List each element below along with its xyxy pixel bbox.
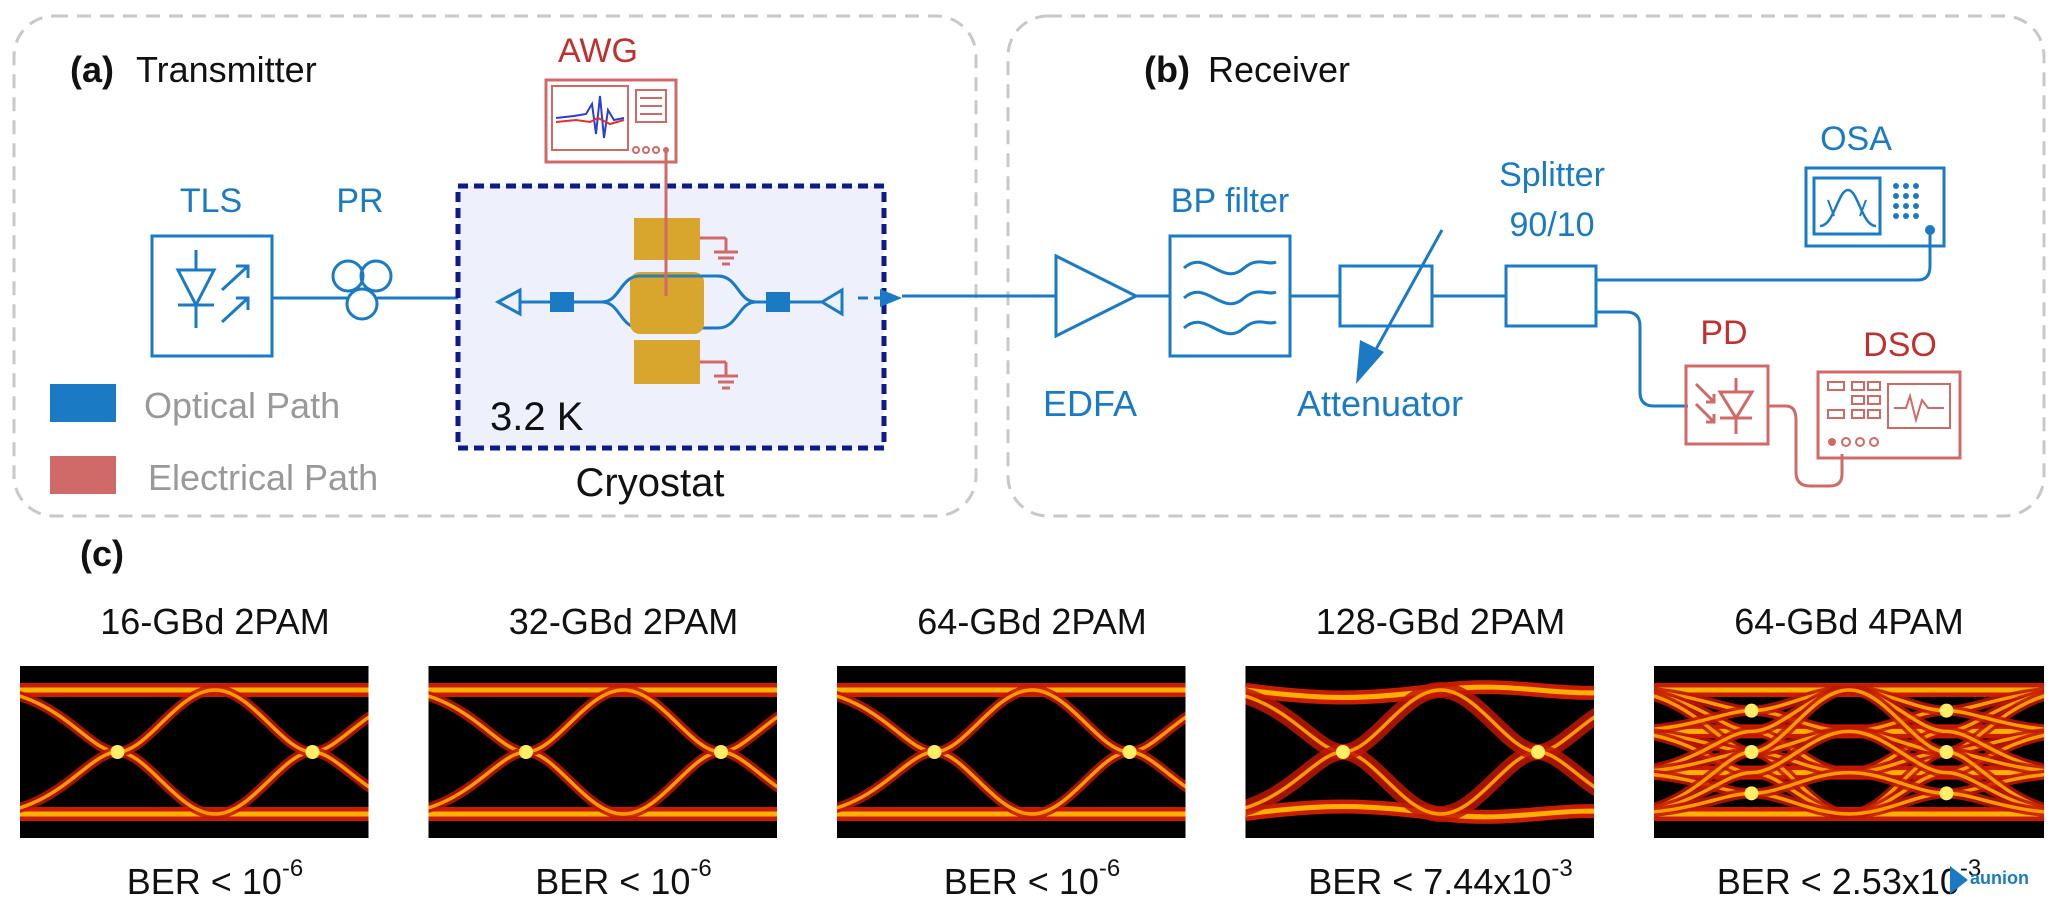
- bp-filter-label: BP filter: [1171, 182, 1289, 220]
- cryostat-label: Cryostat: [576, 461, 725, 505]
- eye-title-2: 32-GBd 2PAM: [509, 601, 738, 642]
- eye-transition-core: [1613, 729, 2056, 816]
- eye-mask-left: [777, 666, 837, 838]
- osa-label: OSA: [1820, 120, 1892, 158]
- splitter-label-line1: Splitter: [1499, 156, 1605, 194]
- transmitter-panel-letter: (a): [70, 49, 114, 90]
- eye-mask-left: [0, 666, 20, 838]
- legend-electrical-swatch: [50, 456, 116, 494]
- pr-label: PR: [336, 182, 383, 220]
- temperature-label: 3.2 K: [490, 395, 584, 439]
- eye-transition-core: [0, 688, 451, 816]
- eye-mask-left: [1594, 666, 1654, 838]
- eye-ber-3: BER < 10-6: [944, 855, 1120, 902]
- eye-title-1: 16-GBd 2PAM: [100, 601, 329, 642]
- eye-ber-4: BER < 7.44x10-3: [1308, 855, 1573, 902]
- eye-crossing: [305, 745, 320, 759]
- eye-mask-left: [368, 666, 429, 838]
- eye-transition-core: [388, 688, 859, 816]
- legend-optical-swatch: [50, 384, 116, 422]
- awg-instrument-icon: [544, 78, 678, 164]
- eye-crossing: [1744, 745, 1759, 759]
- eye-crossing: [1939, 786, 1954, 801]
- legend-electrical-label: Electrical Path: [148, 457, 378, 498]
- polarization-controller-icon: [331, 259, 393, 321]
- receiver-panel-title: Receiver: [1208, 49, 1350, 90]
- electrical-path-pd-dso: [1768, 404, 1844, 488]
- tls-laser-icon: [150, 234, 274, 358]
- edfa-amplifier-icon: [1054, 253, 1140, 339]
- electrode-bottom: [634, 340, 700, 384]
- eye-transition-core: [1205, 688, 1676, 816]
- attenuator-label: Attenuator: [1297, 383, 1463, 424]
- eye-crossing: [927, 745, 942, 759]
- pd-photodetector-icon: [1684, 364, 1770, 446]
- legend-optical-label: Optical Path: [144, 385, 340, 426]
- eye-ber-1: BER < 10-6: [127, 855, 303, 902]
- bp-filter-icon: [1168, 234, 1292, 358]
- eye-diagrams: 16-GBd 2PAM BER < 10-6 32-GBd 2PAM BER < 10…: [0, 601, 2056, 902]
- transmitter-panel: [12, 14, 978, 518]
- eye-transition-core: [0, 688, 451, 816]
- eye-crossing: [1939, 745, 1954, 759]
- eye-crossing: [1336, 745, 1350, 759]
- eye-crossing: [1122, 745, 1137, 759]
- eye-mask-left: [1185, 666, 1246, 838]
- osa-instrument-icon: [1804, 166, 1946, 248]
- pd-label: PD: [1700, 314, 1747, 352]
- eye-transition-core: [1613, 688, 2056, 816]
- dso-label: DSO: [1863, 326, 1937, 364]
- splitter-icon: [1504, 264, 1598, 328]
- eye-transition-core: [796, 688, 1268, 816]
- arrow-out-cryostat: [880, 289, 902, 307]
- eye-ber-5: BER < 2.53x10-3: [1717, 855, 1982, 902]
- eye-crossing: [1744, 786, 1759, 801]
- eye-mask-right: [2044, 666, 2056, 838]
- eye-crossing: [110, 745, 125, 759]
- eye-transition-core: [1613, 770, 2056, 816]
- transmitter-panel-title: Transmitter: [136, 49, 317, 90]
- receiver-panel-letter: (b): [1144, 49, 1190, 90]
- dso-oscilloscope-icon: [1816, 370, 1962, 460]
- splitter-label-line2: 90/10: [1509, 206, 1594, 244]
- optical-path-splitter-pd: [1596, 310, 1688, 408]
- eye-transition-core: [1205, 688, 1676, 816]
- eye-panel-letter: (c): [80, 533, 124, 574]
- eye-crossing: [1939, 703, 1954, 718]
- eye-crossing: [1531, 745, 1545, 759]
- eye-crossing: [519, 745, 533, 759]
- optical-path-splitter-osa: [1596, 232, 1932, 282]
- awg-label: AWG: [558, 32, 638, 70]
- eye-crossing: [1744, 703, 1759, 718]
- electrode-middle: [630, 272, 704, 334]
- watermark-text: aunion: [1970, 868, 2029, 888]
- receiver-panel: [1006, 14, 2046, 518]
- tls-label: TLS: [180, 182, 242, 220]
- eye-transition-core: [796, 688, 1268, 816]
- eye-ber-2: BER < 10-6: [535, 855, 711, 902]
- attenuator-icon: [1338, 229, 1444, 384]
- edfa-label: EDFA: [1043, 383, 1137, 424]
- eye-transition-core: [388, 688, 859, 816]
- eye-crossing: [714, 745, 728, 759]
- eye-title-4: 128-GBd 2PAM: [1316, 601, 1565, 642]
- eye-title-5: 64-GBd 4PAM: [1734, 601, 1963, 642]
- eye-title-3: 64-GBd 2PAM: [917, 601, 1146, 642]
- aunion-watermark-logo: aunion: [1950, 866, 2029, 894]
